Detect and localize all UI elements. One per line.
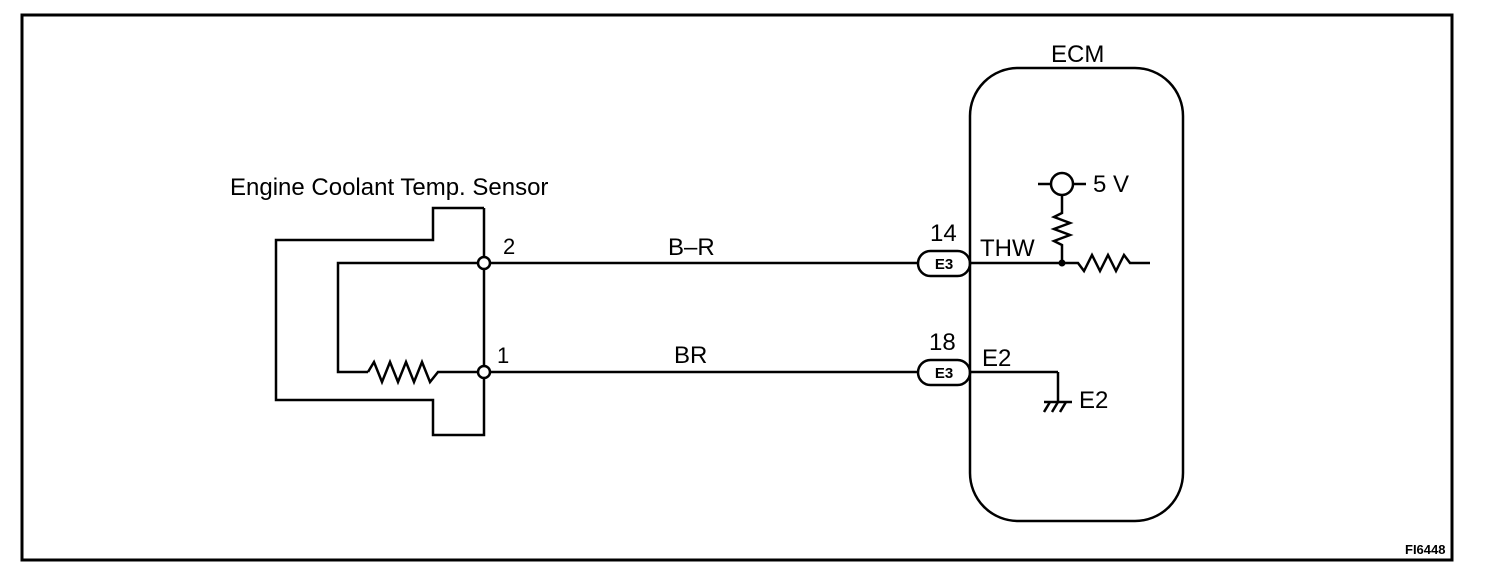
connector-e3-upper-code: E3 <box>935 256 953 273</box>
figure-code: FI6448 <box>1405 542 1445 557</box>
ecm-5v-label: 5 V <box>1093 171 1129 198</box>
ecm-input-resistor <box>1062 252 1150 274</box>
wire-b-r-label: B–R <box>668 234 715 261</box>
connector-upper-pin-number: 14 <box>930 220 957 247</box>
connector-lower-pin-number: 18 <box>929 329 956 356</box>
ground-icon <box>1042 401 1068 413</box>
wire-br-label: BR <box>674 342 707 369</box>
sensor-pin-2-label: 2 <box>503 234 515 259</box>
ecm-5v-source-icon <box>1049 171 1075 197</box>
sensor-inner-loop <box>336 261 484 374</box>
sensor-pin-1-terminal <box>476 364 492 380</box>
coolant-temp-sensor <box>274 206 492 437</box>
ecm-pullup-resistor <box>1050 195 1074 263</box>
ecm-e2-ground-label: E2 <box>1079 387 1108 414</box>
sensor-thermistor-resistor <box>366 358 484 386</box>
sensor-pin-2-terminal <box>476 255 492 271</box>
ecm-box <box>968 66 1185 523</box>
diagram-frame <box>20 13 1454 562</box>
sensor-label: Engine Coolant Temp. Sensor <box>230 174 548 201</box>
ecm-title: ECM <box>1051 41 1104 68</box>
sensor-pin-1-label: 1 <box>497 343 509 368</box>
ecm-thw-label: THW <box>980 235 1035 262</box>
sensor-housing-outline <box>274 206 486 437</box>
ecm-e2-terminal-label: E2 <box>982 345 1011 372</box>
connector-e3-lower-code: E3 <box>935 365 953 382</box>
